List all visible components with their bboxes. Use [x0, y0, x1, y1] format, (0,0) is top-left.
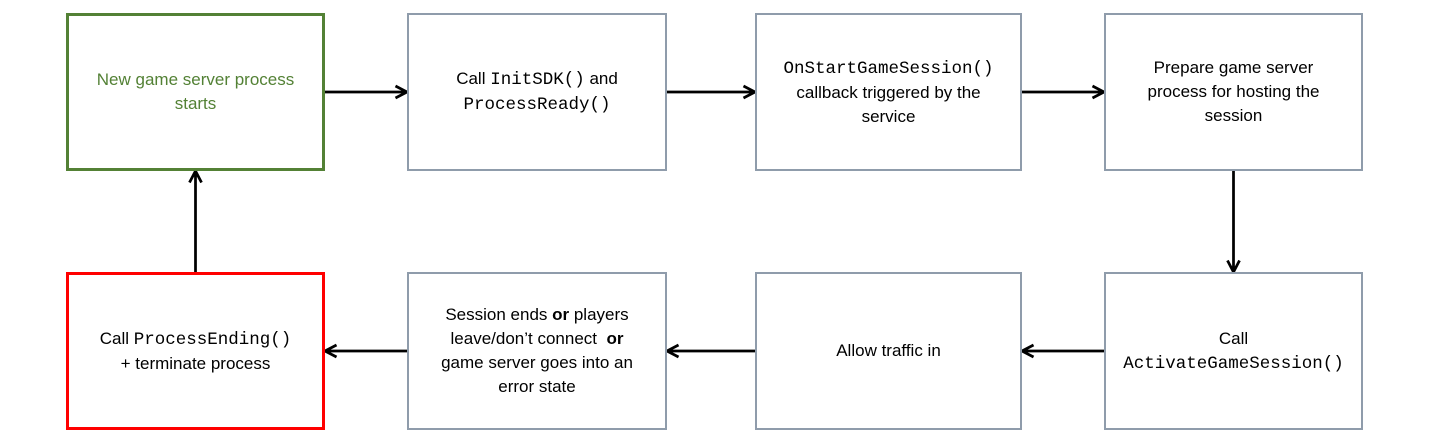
box-allow-traffic-in: Allow traffic in [755, 272, 1022, 430]
code-text: ActivateGameSession() [1123, 353, 1344, 374]
code-text: ProcessEnding() [133, 329, 292, 350]
box-text-line: Call ProcessEnding() [100, 327, 292, 352]
arrow-new-process-to-init-sdk [325, 84, 410, 100]
box-text-line: Allow traffic in [836, 339, 941, 363]
box-onstartgamesession-callback: OnStartGameSession() callback triggered b… [755, 13, 1022, 171]
arrow-prepare-process-to-activate-game-session [1226, 171, 1241, 275]
box-text-line: process for hosting the [1148, 80, 1320, 104]
box-text-line: callback triggered by the [796, 81, 980, 105]
label-text: New game server process [96, 70, 295, 89]
code-text: InitSDK() [490, 70, 585, 90]
box-text-line: leave/don’t connect or [451, 327, 624, 351]
label-text: Allow traffic in [836, 341, 941, 360]
box-text-line: OnStartGameSession() [783, 56, 993, 81]
box-text-line: Call [1219, 327, 1248, 351]
box-text-line: ActivateGameSession() [1123, 351, 1344, 376]
label-text: session [1204, 106, 1263, 125]
label-text: players [569, 305, 629, 324]
label-text: Call [99, 328, 134, 348]
label-text: service [861, 106, 916, 126]
box-text-line: error state [498, 375, 575, 399]
label-text: game server goes into an [441, 353, 633, 372]
label-text: process for hosting the [1147, 82, 1320, 101]
box-text-line: Prepare game server [1154, 56, 1314, 80]
arrow-allow-traffic-to-session-ends [664, 343, 755, 359]
label-text: leave/don’t connect [450, 329, 607, 348]
label-text: and [584, 69, 618, 88]
box-new-game-server-process-starts: New game server process starts [66, 13, 325, 171]
code-text: ProcessReady() [463, 95, 611, 115]
box-prepare-game-server-process: Prepare game server process for hosting t… [1104, 13, 1363, 171]
box-text-line: service [862, 105, 916, 129]
arrow-session-ends-to-process-ending [322, 343, 407, 359]
label-text: Prepare game server [1153, 58, 1314, 77]
label-text: Call [1218, 328, 1249, 348]
box-text-line: starts [175, 92, 217, 116]
box-text-line: New game server process [97, 68, 294, 92]
arrow-activate-game-session-to-allow-traffic [1019, 343, 1104, 359]
code-text: OnStartGameSession() [783, 58, 994, 79]
box-text-line: ProcessReady() [463, 92, 610, 117]
box-call-processending-terminate: Call ProcessEnding()+ terminate process [66, 272, 325, 430]
box-text-line: Call InitSDK() and [456, 67, 618, 92]
label-text: error state [498, 377, 576, 396]
label-text: starts [174, 94, 217, 113]
label-text: Call [456, 69, 491, 88]
label-text: or [606, 329, 624, 348]
box-text-line: + terminate process [121, 352, 271, 376]
label-text: Session ends [445, 305, 553, 324]
arrow-on-start-game-session-to-prepare-process [1022, 84, 1107, 100]
label-text: callback triggered by the [796, 82, 981, 102]
box-text-line: session [1205, 104, 1263, 128]
box-text-line: Session ends or players [445, 303, 628, 327]
arrow-process-ending-to-new-process [188, 168, 203, 272]
label-text: or [552, 305, 570, 324]
label-text: + terminate process [120, 353, 271, 373]
box-text-line: game server goes into an [441, 351, 633, 375]
arrow-init-sdk-to-on-start-game-session [667, 84, 758, 100]
